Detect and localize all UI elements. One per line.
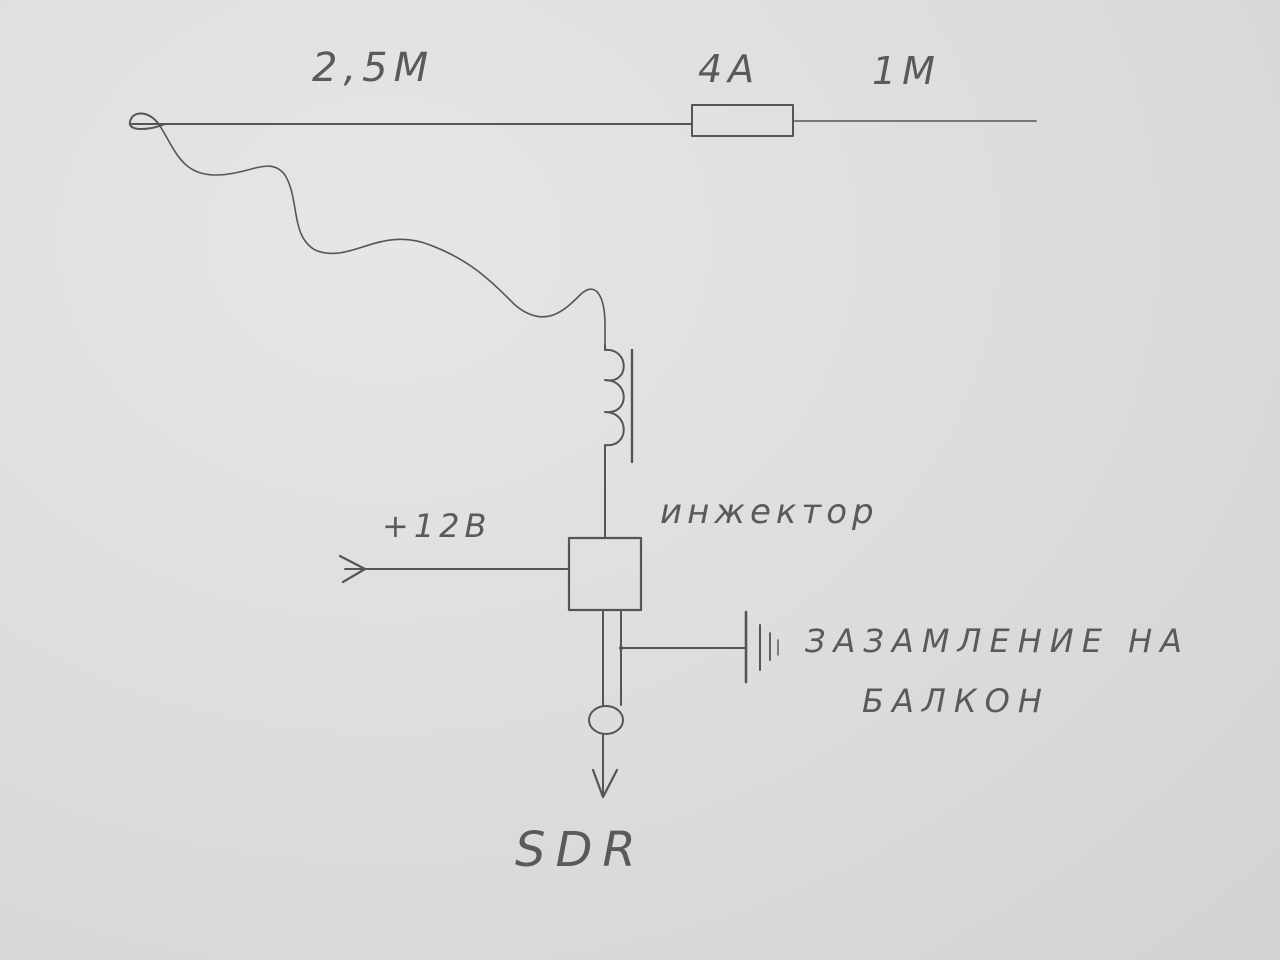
feed-cable <box>159 125 606 346</box>
ferrite-ring <box>588 705 624 735</box>
top-length-label: 2,5М <box>312 45 435 91</box>
receiver-label: SDR <box>515 822 646 878</box>
power-arrow <box>338 554 367 584</box>
resistor-label: 4А <box>698 47 761 91</box>
sdr-arrow <box>591 768 619 799</box>
power-label: +12В <box>382 507 492 545</box>
antenna-end-loop <box>128 112 166 130</box>
injector-box <box>567 536 643 612</box>
ground-label-line1: ЗАЗАМЛЕНИЕ НА <box>805 622 1191 660</box>
coil <box>604 344 625 466</box>
right-length-label: 1М <box>872 49 941 93</box>
resistor <box>691 104 794 137</box>
injector-label: инжектор <box>660 492 879 532</box>
ground-label-line2: БАЛКОН <box>862 682 1050 720</box>
